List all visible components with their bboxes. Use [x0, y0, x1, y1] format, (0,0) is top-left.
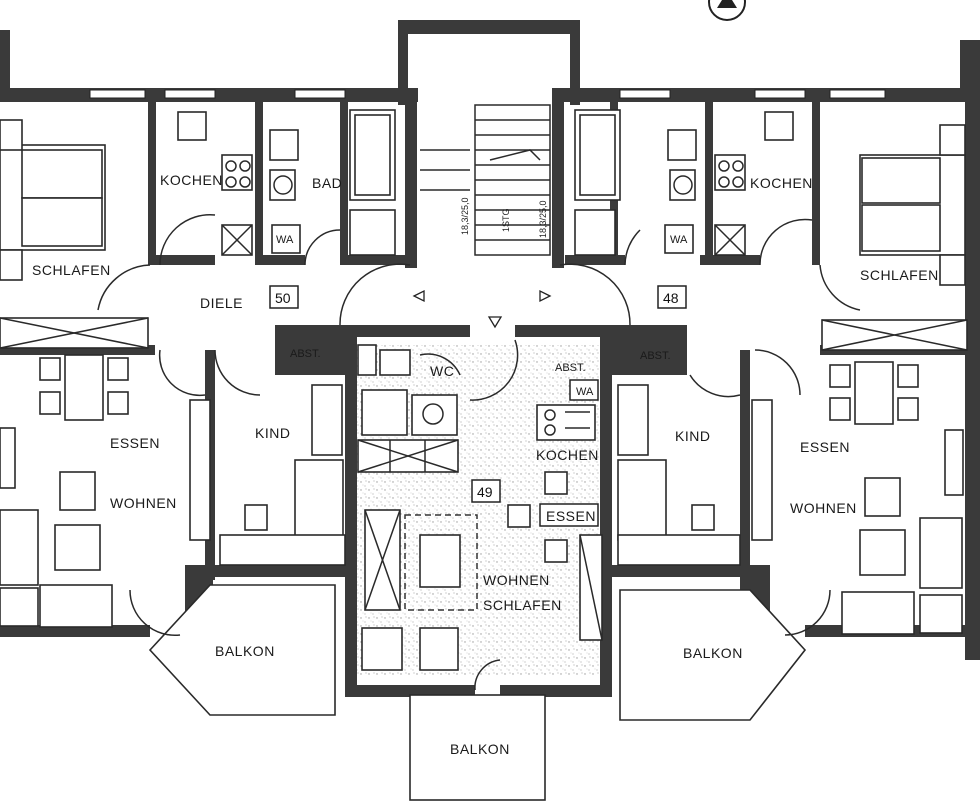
unit-number-left: 50 — [275, 290, 291, 306]
unit-left — [0, 109, 396, 716]
stair-label-a: 18,3/25,0 — [460, 197, 470, 235]
label-schlafen-right: SCHLAFEN — [860, 267, 939, 283]
label-schlafen-mid: SCHLAFEN — [483, 597, 562, 613]
label-kochen-left: KOCHEN — [160, 172, 223, 188]
label-kochen-right: KOCHEN — [750, 175, 813, 191]
arrow-left-icon — [412, 289, 425, 303]
unit-middle — [357, 339, 603, 801]
unit-number-mid: 49 — [477, 484, 493, 500]
label-kochen-mid: KOCHEN — [536, 447, 599, 463]
label-balkon-left: BALKON — [215, 643, 275, 659]
staircase: 18,3/25,0 1STG 18,3/25,0 — [339, 100, 631, 329]
stair-label-c: 18,3/25,0 — [538, 200, 548, 238]
label-abst-mid: ABST. — [555, 362, 586, 374]
label-abst-right: ABST. — [640, 350, 671, 362]
room-labels: SCHLAFEN KOCHEN BAD WA DIELE 50 ABST. ES… — [32, 172, 939, 757]
label-bad: BAD — [312, 175, 342, 191]
label-wa-right: WA — [670, 234, 688, 246]
unit-right — [574, 109, 968, 721]
label-balkon-mid: BALKON — [450, 741, 510, 757]
arrow-right-icon — [539, 289, 552, 303]
label-balkon-right: BALKON — [683, 645, 743, 661]
arrow-down-icon — [487, 316, 503, 329]
unit-number-right: 48 — [663, 290, 679, 306]
label-wa-mid: WA — [576, 386, 594, 398]
stair-label-b: 1STG — [501, 208, 511, 232]
label-kind-left: KIND — [255, 425, 290, 441]
label-essen-mid: ESSEN — [546, 508, 596, 524]
label-kind-right: KIND — [675, 428, 710, 444]
label-wohnen-left: WOHNEN — [110, 495, 177, 511]
walls — [0, 20, 980, 697]
label-schlafen-left: SCHLAFEN — [32, 262, 111, 278]
label-wohnen-mid: WOHNEN — [483, 572, 550, 588]
compass-icon — [708, 0, 746, 21]
label-diele: DIELE — [200, 295, 243, 311]
label-essen-left: ESSEN — [110, 435, 160, 451]
label-wa-left: WA — [276, 234, 294, 246]
label-wc-mid: WC — [430, 363, 454, 379]
label-essen-right: ESSEN — [800, 439, 850, 455]
label-abst-left: ABST. — [290, 348, 321, 360]
label-wohnen-right: WOHNEN — [790, 500, 857, 516]
windows — [89, 89, 886, 99]
